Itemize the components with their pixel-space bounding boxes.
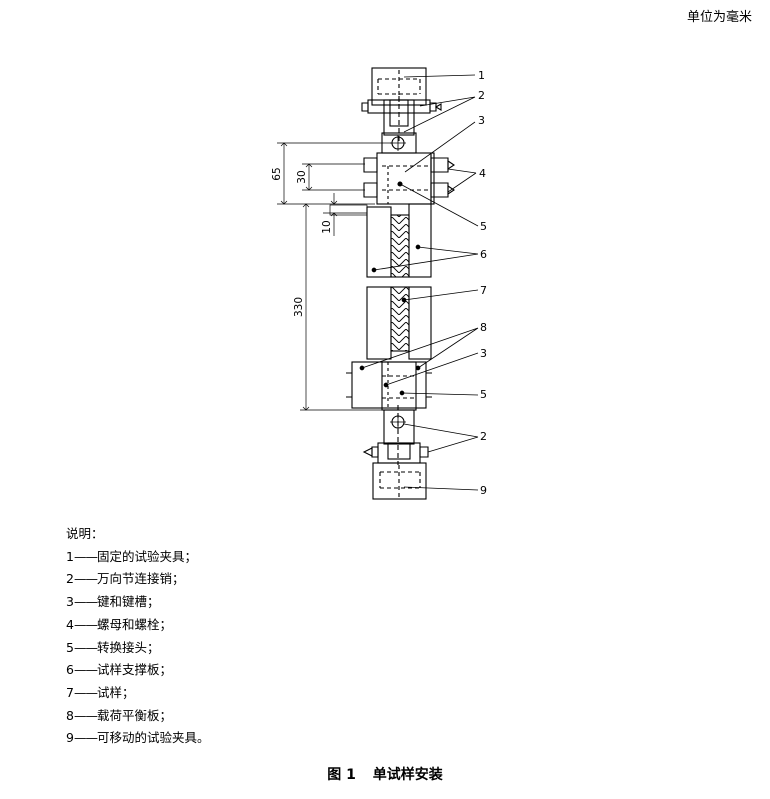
legend-item-number: 4 (66, 616, 74, 632)
callout-2-top: 2 (478, 89, 485, 102)
dimension-30: 30 (296, 170, 308, 183)
callout-7: 7 (480, 284, 487, 297)
callout-2-bottom: 2 (480, 430, 487, 443)
legend-item-text: 螺母和螺栓； (96, 616, 172, 632)
callout-8: 8 (480, 321, 487, 334)
legend-item-number: 7 (66, 684, 74, 700)
legend-item-text: 转换接头； (96, 639, 160, 655)
legend-item-text: 万向节连接销； (96, 571, 185, 587)
callout-4: 4 (479, 167, 486, 180)
legend-item-separator: —— (73, 594, 98, 610)
legend-item-number: 9 (66, 730, 74, 746)
adapter-upper (363, 132, 455, 205)
callout-5-bottom: 5 (480, 388, 487, 401)
callout-3-bottom: 3 (480, 347, 487, 360)
legend-item-number: 2 (66, 571, 74, 587)
legend-item: 1——固定的试验夹具； (66, 546, 209, 569)
legend-item: 8——载荷平衡板； (66, 705, 209, 728)
legend-item-number: 5 (66, 639, 74, 655)
callout-9: 9 (480, 484, 487, 497)
legend-title: 说明： (66, 526, 104, 541)
figure-number: 图 1 (327, 767, 356, 783)
legend-item-text: 载荷平衡板； (96, 707, 172, 723)
callout-5-top: 5 (480, 220, 487, 233)
legend-item-text: 键和键槽； (96, 594, 160, 610)
legend-item-separator: —— (73, 571, 98, 587)
legend-item: 2——万向节连接销； (66, 568, 209, 591)
dimension-lines (277, 142, 392, 411)
legend-item-number: 3 (66, 594, 74, 610)
legend-item: 9——可移动的试验夹具。 (66, 727, 209, 750)
legend-item-number: 6 (66, 662, 74, 678)
legend-item-separator: —— (73, 707, 98, 723)
legend-item-separator: —— (73, 684, 98, 700)
legend-item: 4——螺母和螺栓； (66, 614, 209, 637)
legend-item: 3——键和键槽； (66, 591, 209, 614)
legend-item-text: 固定的试验夹具； (96, 548, 197, 564)
leader-lines (361, 74, 479, 491)
callout-6: 6 (480, 248, 487, 261)
legend-item-number: 8 (66, 707, 74, 723)
legend-item-separator: —— (73, 616, 98, 632)
specimen-installation-diagram: 1 2 3 4 5 6 7 8 3 5 2 9 65 30 10 330 (271, 67, 487, 500)
callout-3-top: 3 (478, 114, 485, 127)
legend-item-text: 可移动的试验夹具。 (96, 730, 210, 746)
legend-item: 6——试样支撑板； (66, 659, 209, 682)
legend: 说明： 1——固定的试验夹具；2——万向节连接销；3——键和键槽；4——螺母和螺… (66, 523, 209, 750)
legend-item-separator: —— (73, 639, 98, 655)
clevis-top (361, 96, 442, 143)
figure-title: 单试样安装 (372, 767, 443, 783)
support-plates-upper (329, 203, 432, 278)
legend-item-text: 试样支撑板； (96, 662, 172, 678)
dimension-330: 330 (293, 297, 305, 317)
dimension-10: 10 (321, 220, 333, 233)
legend-item-separator: —— (73, 548, 98, 564)
legend-item: 5——转换接头； (66, 637, 209, 660)
legend-item-separator: —— (73, 730, 98, 746)
figure-caption: 图 1 单试样安装 (0, 764, 770, 784)
dimension-65: 65 (271, 167, 283, 180)
legend-item-separator: —— (73, 662, 98, 678)
adapter-lower (346, 361, 432, 411)
legend-item: 7——试样； (66, 682, 209, 705)
support-plates-lower (366, 286, 432, 360)
clevis-lower (362, 405, 429, 465)
callout-1: 1 (478, 69, 485, 82)
legend-item-number: 1 (66, 548, 74, 564)
legend-item-text: 试样； (96, 684, 135, 700)
movable-clamp-bottom (372, 462, 427, 500)
unit-label: 单位为毫米 (686, 10, 752, 25)
